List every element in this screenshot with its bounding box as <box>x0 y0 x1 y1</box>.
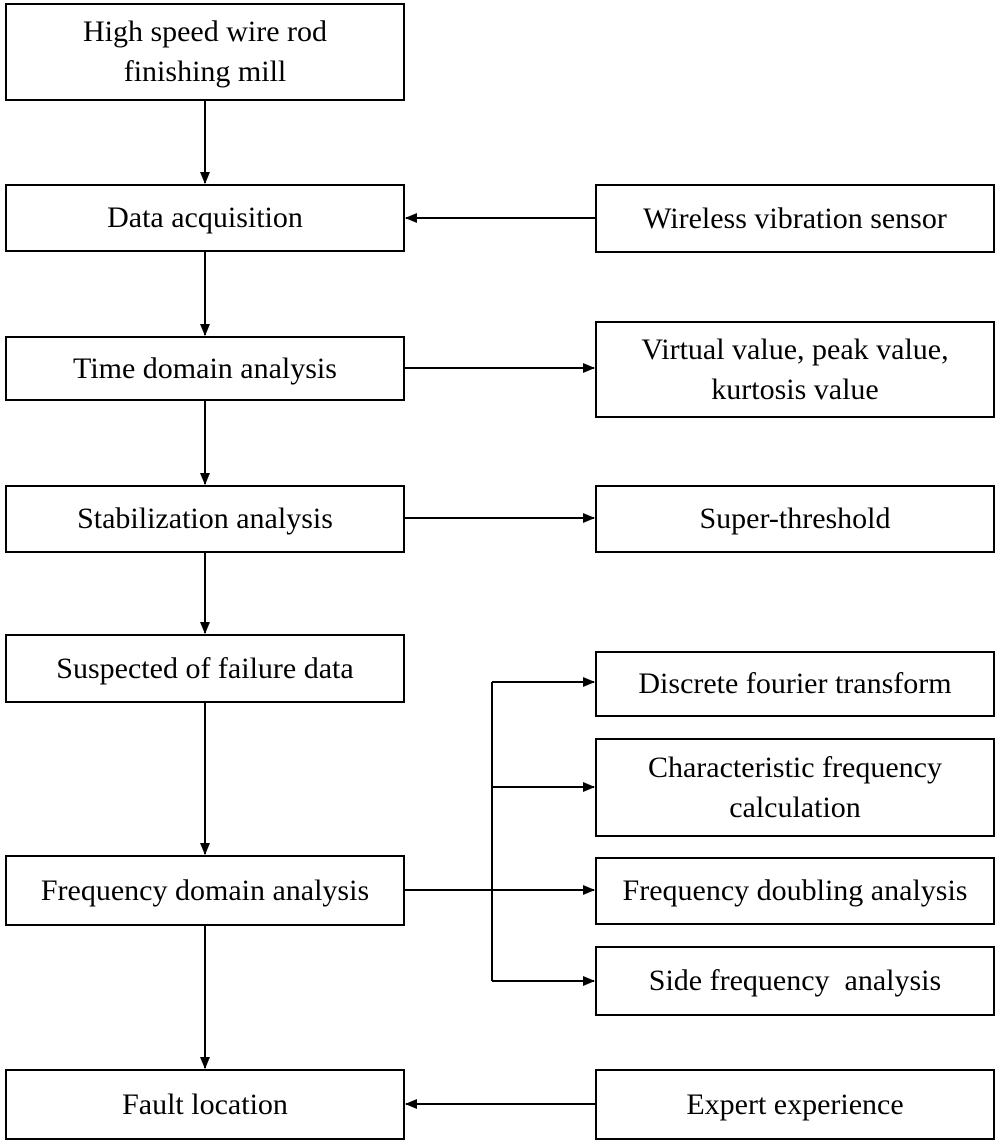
node-data-acquisition: Data acquisition <box>5 184 405 252</box>
node-time-domain: Time domain analysis <box>5 336 405 401</box>
node-side-frequency: Side frequency analysis <box>595 946 995 1016</box>
node-characteristic-frequency-line1: Characteristic frequency <box>647 750 942 784</box>
node-mill-line2: finishing mill <box>123 55 287 88</box>
node-suspected-label: Suspected of failure data <box>56 651 354 685</box>
node-mill-line1: High speed wire rod <box>82 15 328 48</box>
node-frequency-domain-label: Frequency domain analysis <box>40 873 370 907</box>
node-frequency-doubling: Frequency doubling analysis <box>595 857 995 925</box>
node-frequency-domain: Frequency domain analysis <box>5 855 405 926</box>
node-stabilization-label: Stabilization analysis <box>77 502 333 535</box>
node-wireless-sensor-label: Wireless vibration sensor <box>643 201 947 235</box>
node-mill: High speed wire rod finishing mill <box>5 3 405 101</box>
node-characteristic-frequency: Characteristic frequency calculation <box>595 738 995 837</box>
node-super-threshold: Super-threshold <box>595 485 995 553</box>
node-virtual-value: Virtual value, peak value, kurtosis valu… <box>595 321 995 418</box>
node-dft: Discrete fourier transform <box>595 651 995 717</box>
node-expert-experience: Expert experience <box>595 1069 995 1140</box>
node-characteristic-frequency-line2: calculation <box>729 790 861 824</box>
node-dft-label: Discrete fourier transform <box>638 667 952 700</box>
node-virtual-value-line1: Virtual value, peak value, <box>641 332 949 366</box>
node-expert-experience-label: Expert experience <box>686 1087 904 1121</box>
node-fault-location: Fault location <box>5 1069 405 1140</box>
node-wireless-sensor: Wireless vibration sensor <box>595 184 995 253</box>
node-data-acquisition-label: Data acquisition <box>107 201 303 234</box>
node-frequency-doubling-label: Frequency doubling analysis <box>622 874 968 907</box>
node-fault-location-label: Fault location <box>122 1087 288 1121</box>
node-super-threshold-label: Super-threshold <box>699 502 891 535</box>
node-stabilization: Stabilization analysis <box>5 485 405 553</box>
node-virtual-value-line2: kurtosis value <box>711 372 879 406</box>
node-time-domain-label: Time domain analysis <box>73 351 337 385</box>
node-suspected: Suspected of failure data <box>5 634 405 703</box>
node-side-frequency-label: Side frequency analysis <box>648 964 942 997</box>
